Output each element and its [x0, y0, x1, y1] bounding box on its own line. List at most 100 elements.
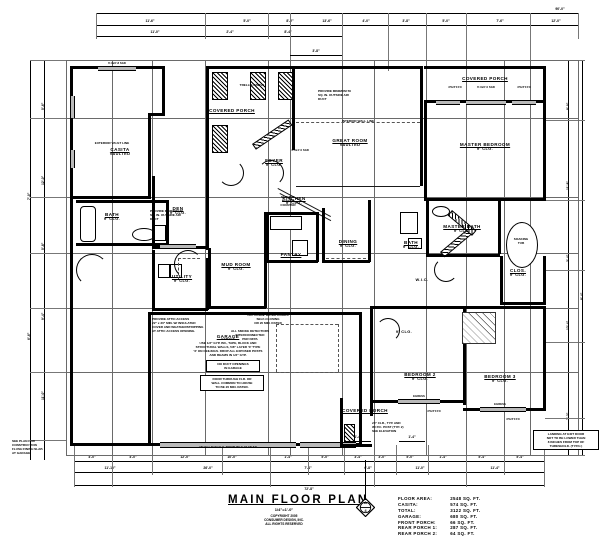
interior-wall-line-label: INTERIOR WALL LINE	[341, 119, 375, 123]
bottom-dim-line-inner	[74, 461, 544, 462]
window-tag-7: 3'0x5'0 FX	[427, 409, 441, 413]
top-dim-line-inner	[96, 36, 342, 37]
dim-top-outer-0: 11'-6"	[145, 19, 155, 23]
wall-casita-west	[70, 66, 73, 198]
area-label: TOTAL:	[398, 507, 416, 513]
top-overall-dim-line	[96, 13, 578, 14]
door-swing-bath	[76, 254, 108, 286]
fixture-shower-master	[400, 212, 418, 234]
dim-bottom-inner-7: 3'-0"	[378, 455, 386, 459]
table-row: CASITA: 574 SQ. FT.	[398, 502, 480, 508]
room-name: UTILITY	[171, 274, 193, 279]
trellis-post-2	[250, 72, 266, 100]
note-garage: GARAGE USE 1/2" GYP. BD., TAPE, BLOCK AN…	[193, 337, 263, 357]
dim-bottom-inner-2: 12'-0"	[180, 455, 190, 459]
note-post: 24" CLR., TYP. AND W/ P.C. POST (TYP. 2)…	[372, 421, 404, 433]
table-row: GARAGE: 680 SQ. FT.	[398, 514, 480, 520]
window-tag-2: 3'0x5'0 FX	[517, 85, 531, 89]
exterior-vault-line-label: EXTERIOR VAULT LINE	[94, 141, 130, 145]
room-ceiling: VAULTED	[109, 151, 131, 157]
plan-copyright: COPYRIGHT 2005 CONSUMER DESIGN, INC. ALL…	[264, 514, 304, 527]
tile-area	[462, 312, 496, 344]
area-value: 287 SQ. FT.	[450, 525, 478, 531]
room-label-foyer: FOYER 9' CLG.	[265, 158, 283, 168]
window-tag-5: EGRESS	[413, 394, 425, 398]
dim-bottom-inner-1: 4'-0"	[129, 455, 137, 459]
room-ceiling: 9' CLG.	[453, 228, 471, 234]
room-label-hall: 9' CLG.	[395, 329, 413, 334]
window-master-2	[512, 100, 536, 105]
window-master-1	[436, 100, 460, 105]
room-name: CLOS.	[509, 268, 527, 273]
dim-left-0: 5'-6"	[41, 102, 45, 110]
trellis-above-label: TRELLIS ABOVE	[239, 83, 265, 87]
garage-door-16ft	[160, 442, 296, 448]
bottom-dim-line-mid	[74, 472, 544, 473]
dim-left-outer-1: 6'-6"	[27, 332, 31, 340]
area-label: REAR PORCH 1:	[398, 525, 438, 531]
door-swing-utility	[174, 250, 202, 278]
dim-right-2: 3'-4"	[566, 254, 570, 262]
room-label-covered-porch-rear: COVERED PORCH	[462, 76, 508, 81]
dim-bottom-inner-6: 3'-4"	[354, 455, 362, 459]
fixture-shower	[80, 206, 96, 242]
fixture-counter	[270, 216, 302, 230]
room-label-mud-room: MUD ROOM 9' CLG.	[221, 262, 250, 272]
fixture-sink	[292, 240, 308, 256]
detail-marker[interactable]: A 4	[355, 497, 376, 518]
area-value: 3122 SQ. FT.	[450, 507, 481, 513]
note-box-no-duct: NO DUCT OPENINGS IN GARAGE	[206, 360, 260, 373]
dim-top-outer-7: 7'-6"	[496, 19, 504, 23]
room-name: DINING	[338, 239, 358, 244]
dim-bottom-inner-10: 5'-4"	[478, 455, 486, 459]
room-name: MUD ROOM	[221, 262, 251, 267]
room-name: CASITA	[110, 147, 130, 152]
dim-top-outer-6: 5'-0"	[442, 19, 450, 23]
room-label-bath-left: BATH 9' CLG.	[104, 212, 120, 222]
dim-right-4: 7'-2"	[566, 412, 570, 420]
dim-left-2: 5'-8"	[41, 242, 45, 250]
dim-top-outer-5: 3'-8"	[402, 19, 410, 23]
dim-right-outer-0: 8'-4"	[580, 292, 584, 300]
room-name: FOYER	[265, 158, 283, 163]
door-swing-casita	[218, 160, 244, 186]
table-row: FLOOR AREA: 2548 SQ. FT.	[398, 496, 480, 502]
wall-garage-west	[148, 312, 151, 444]
dim-top-outer-8: 12'-0"	[551, 19, 561, 23]
wall-bedroom-wing-north	[370, 306, 546, 309]
room-label-covered-porch-2: COVERED PORCH	[342, 408, 388, 413]
window-bedroom2	[398, 399, 440, 404]
dim-top-inner-1: 8'-4"	[284, 30, 292, 34]
room-label-utility: UTILITY 9' CLG.	[172, 274, 192, 284]
room-ceiling: 9' CLG.	[103, 216, 121, 222]
fixture-toilet-master	[408, 238, 422, 249]
room-ceiling: 9' CLG.	[395, 329, 413, 334]
window-tag-4: 4'-0x4'-0 SGD	[291, 148, 309, 152]
room-ceiling: 9' CLG.	[491, 378, 509, 384]
window-tag-8: 3'0x5'0 FX	[506, 417, 520, 421]
window-tag-3: 6'-0x6'-8 SGD	[108, 61, 126, 65]
area-value: 2548 SQ. FT.	[450, 496, 481, 501]
dim-bottom-inner-4: 1'-4"	[284, 455, 292, 459]
detail-marker-icon	[355, 497, 376, 518]
room-name: BATH	[403, 240, 419, 245]
dim-right-1: 11'-8"	[566, 180, 570, 190]
room-label-bedroom-2: BEDROOM 2 9' CLG.	[404, 372, 435, 382]
area-schedule-table: FLOOR AREA: 2548 SQ. FT. CASITA: 574 SQ.…	[398, 496, 480, 537]
window-casita-west-2	[70, 150, 75, 168]
right-dim-line-outer	[582, 60, 583, 455]
dim-left-3: 9'-4"	[41, 312, 45, 320]
window-bedroom3	[480, 407, 526, 412]
room-label-casita: CASITA VAULTED	[110, 147, 131, 157]
wall-garage-north	[148, 312, 362, 315]
room-label-master-bedroom: MASTER BEDROOM 9' CLG.	[460, 142, 510, 152]
right-dim-line	[568, 60, 569, 455]
table-row: FRONT PORCH: 66 SQ. FT.	[398, 520, 480, 526]
page-title: MAIN FLOOR PLAN	[228, 494, 369, 506]
note-box-door-rating: DOOR THROUGH FLR. OR WALL COMMON TO HOUS…	[200, 375, 264, 392]
dim-left-4: 11'-0"	[41, 390, 45, 400]
area-label: FLOOR AREA:	[398, 496, 433, 501]
trellis-post-1	[212, 72, 228, 100]
room-label-dining: DINING 9' CLG.	[339, 239, 357, 249]
